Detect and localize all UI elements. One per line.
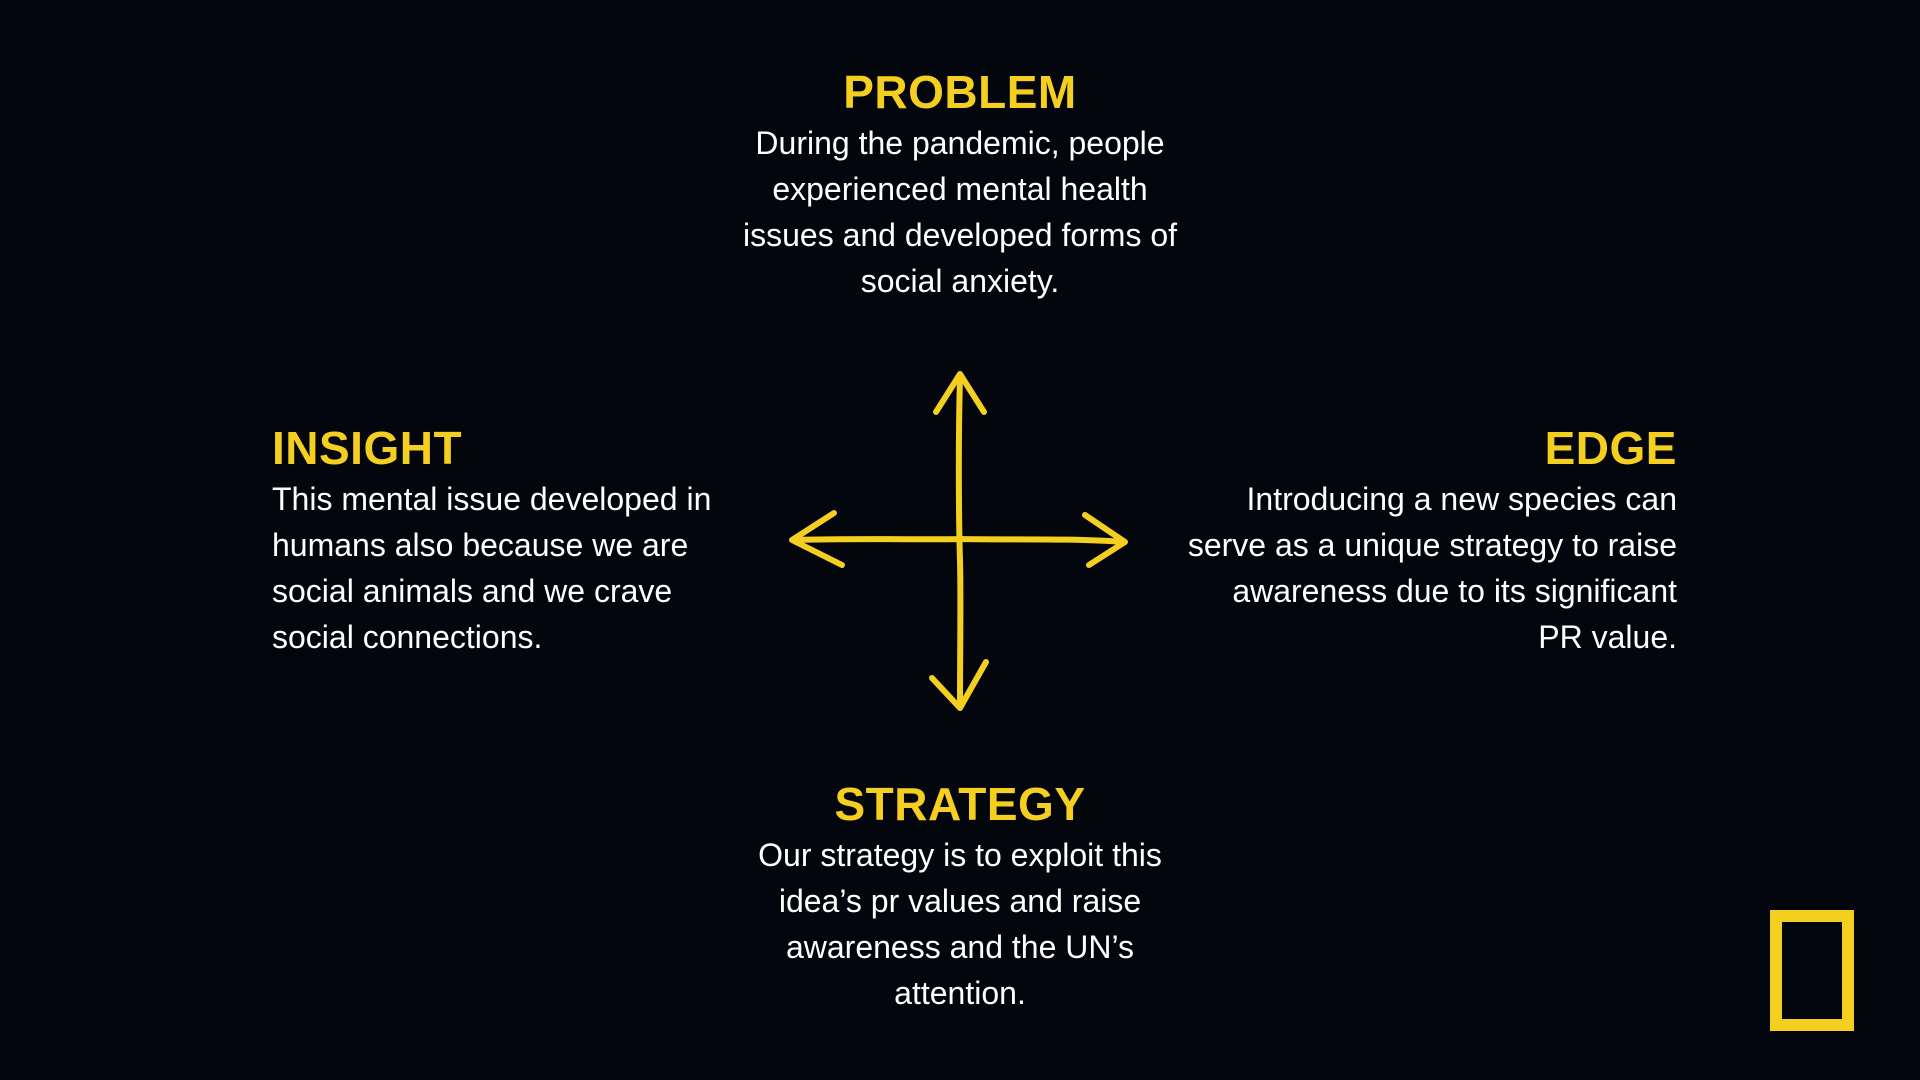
problem-text: During the pandemic, people experienced … <box>742 125 1178 299</box>
strategy-text: Our strategy is to exploit this idea’s p… <box>758 837 1162 1011</box>
yellow-rectangle-logo <box>1770 910 1854 1031</box>
insight-text: This mental issue developed in humans al… <box>272 481 712 655</box>
insight-section: INSIGHT This mental issue developed in h… <box>272 422 722 660</box>
problem-section: PROBLEM During the pandemic, people expe… <box>730 66 1190 304</box>
strategy-section: STRATEGY Our strategy is to exploit this… <box>730 778 1190 1016</box>
edge-section: EDGE Introducing a new species can serve… <box>1180 422 1677 660</box>
edge-title: EDGE <box>1544 422 1677 474</box>
problem-title: PROBLEM <box>843 66 1077 118</box>
insight-title: INSIGHT <box>272 422 463 474</box>
four-way-arrow-icon <box>789 371 1128 711</box>
strategy-title: STRATEGY <box>834 778 1086 830</box>
edge-text: Introducing a new species can serve as a… <box>1187 481 1677 655</box>
